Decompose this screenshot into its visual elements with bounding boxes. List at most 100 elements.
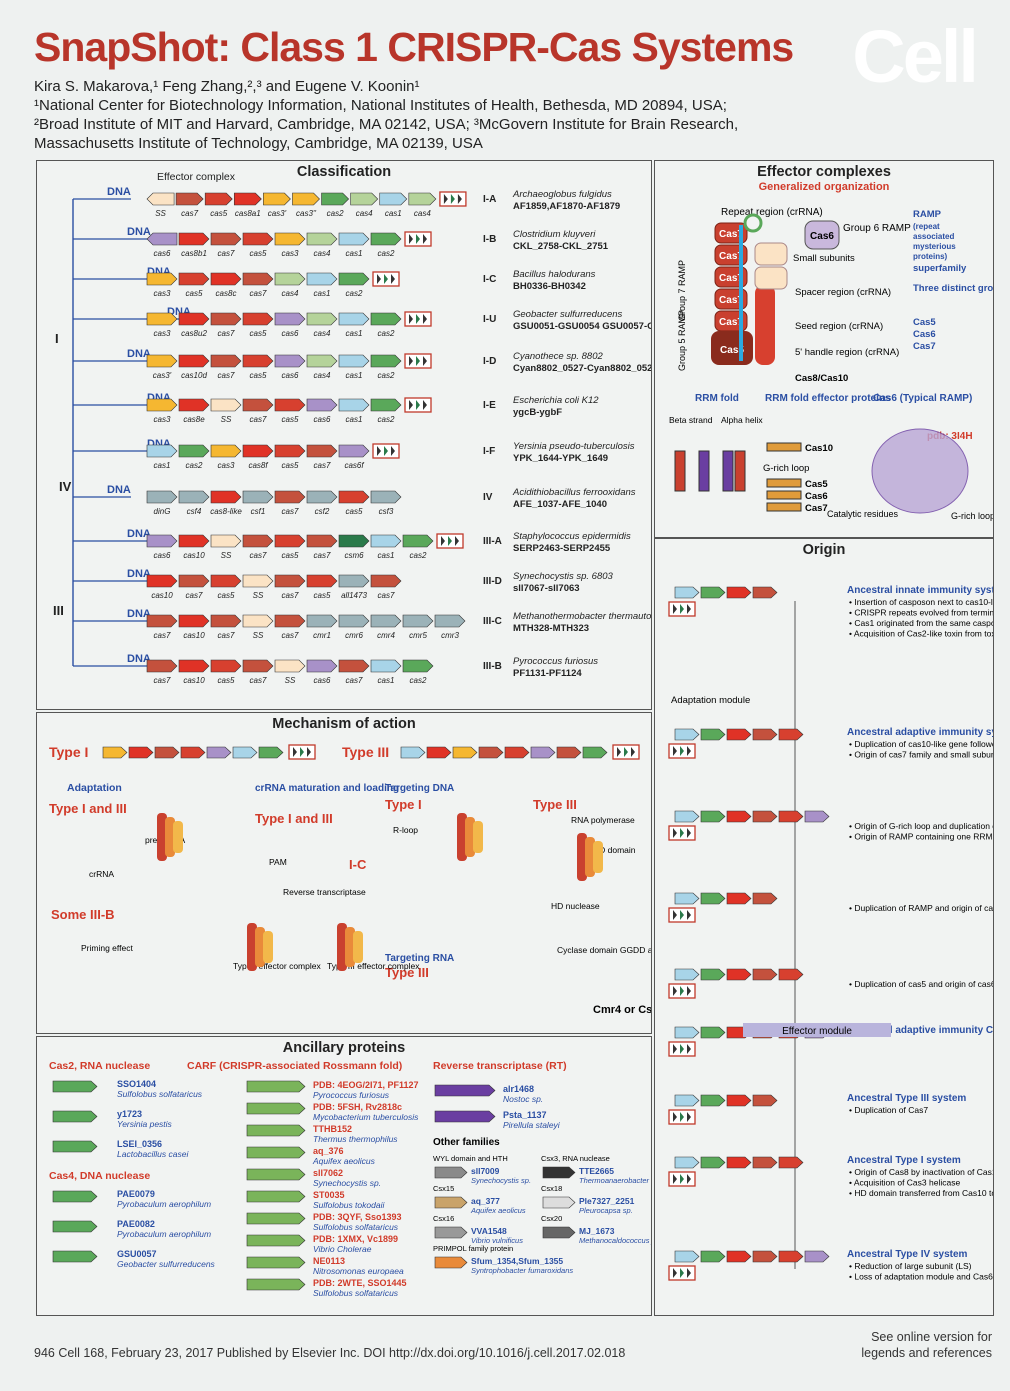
- gene-cas3: [146, 354, 178, 368]
- gene-cas7: [242, 659, 274, 673]
- origin-crispr-repeat: [673, 1112, 677, 1122]
- carf-pdb: ST0035: [313, 1190, 345, 1200]
- origin-gene: [674, 892, 700, 905]
- cas7-label: Cas7: [719, 229, 743, 240]
- gene-label: cas7: [282, 507, 299, 516]
- origin-panel: Origin Ancestral innate immunity system•…: [654, 538, 994, 1316]
- type1and3-b: Type I and III: [255, 811, 333, 826]
- gene-cas10: [178, 659, 210, 673]
- crispr-array-repeat: [450, 194, 455, 204]
- gene-label: cas4: [314, 371, 331, 380]
- locus-tag: Cyan8802_0527-Cyan8802_0520: [513, 363, 651, 374]
- gene-cas7: [146, 614, 178, 628]
- gene-cas3: [146, 398, 178, 412]
- gene-label: cas5: [282, 461, 299, 470]
- origin-crispr-repeat: [673, 604, 677, 614]
- origin-crispr-repeat: [680, 986, 684, 996]
- origin-gene: [778, 968, 804, 981]
- origin-step-title: Ancestral adaptive immunity Class 1 syst…: [847, 1025, 993, 1036]
- dna-label: DNA: [127, 568, 151, 580]
- gene-SS: [146, 192, 175, 206]
- origin-crispr-repeat: [687, 1268, 691, 1278]
- ancillary-organism: Sulfolobus solfataricus: [117, 1089, 203, 1099]
- origin-diagram: Ancestral innate immunity system• Insert…: [668, 585, 993, 1282]
- gene-label: csf3: [379, 507, 394, 516]
- gene-cas3: [146, 312, 178, 326]
- gene-dinG: [146, 490, 178, 504]
- gene-label: cas4: [356, 209, 373, 218]
- gene-label: cas2: [327, 209, 344, 218]
- gene-label: cas6f: [344, 461, 364, 470]
- gene-cas2: [402, 534, 434, 548]
- ancillary-title: Ancillary proteins: [282, 1040, 406, 1056]
- cas6-label: Cas6: [810, 231, 834, 242]
- gene-label: cas8f: [248, 461, 268, 470]
- gene-label: cas5: [282, 551, 299, 560]
- gene-label: cmr3: [441, 631, 459, 640]
- gene-label: cas3: [282, 249, 299, 258]
- other-id: aq_377: [471, 1196, 500, 1206]
- gene-label: cas10: [151, 591, 173, 600]
- gene-cas8a1: [233, 192, 262, 206]
- gene-label: cas5: [250, 371, 267, 380]
- dna-label: DNA: [127, 348, 151, 360]
- gene-label: cas7: [250, 676, 267, 685]
- gene-cas4: [274, 272, 306, 286]
- effector-complex-sketch: [173, 821, 183, 853]
- gene-label: cas7: [314, 551, 331, 560]
- effector-complex-sketch: [263, 931, 273, 963]
- gene-label: cas5: [186, 289, 203, 298]
- crispr-array-repeat: [443, 194, 448, 204]
- origin-step-bullet: • Duplication of cas10-like gene followe…: [849, 739, 993, 749]
- origin-crispr-repeat: [687, 604, 691, 614]
- ramp-desc: mysterious: [913, 242, 956, 251]
- mech-gene-cas5: [504, 746, 530, 759]
- locus-tag: AFE_1037-AFE_1040: [513, 499, 607, 510]
- gene-label: cas7: [154, 676, 171, 685]
- gene-label: cas7: [378, 591, 395, 600]
- gene-cas4: [306, 354, 338, 368]
- ancillary-gene: [52, 1110, 98, 1123]
- gene-label: cas4: [314, 329, 331, 338]
- mech-crispr-2-repeat: [624, 747, 628, 757]
- clade-label: III: [53, 603, 64, 618]
- ancillary-id: GSU0057: [117, 1249, 157, 1259]
- effector-complex-sketch: [353, 931, 363, 963]
- gene-cas8f: [242, 444, 274, 458]
- mech-gene-cas1: [232, 746, 258, 759]
- other-gene: [434, 1256, 468, 1269]
- locus-tag: MTH328-MTH323: [513, 623, 589, 634]
- crispr-array-repeat: [391, 446, 395, 456]
- dna-label: DNA: [107, 484, 131, 496]
- effector-complex-sketch: [337, 923, 347, 971]
- mechanism-label: HD nuclease: [551, 901, 600, 911]
- rrm-effector-bar: [766, 502, 802, 512]
- mechanism-label: Priming effect: [81, 943, 133, 953]
- crispr-array-repeat: [457, 194, 462, 204]
- mechanism-label: Cyclase domain GGDD active site: [557, 945, 651, 955]
- origin-step-bullet: • Duplication of cas5 and origin of cas6…: [849, 979, 993, 989]
- mech-crispr-1-repeat: [293, 747, 297, 757]
- ancillary-heading: Cas2, RNA nuclease: [49, 1060, 150, 1072]
- gene-cas8like: [210, 490, 242, 504]
- gene-label: cas5: [250, 329, 267, 338]
- origin-gene: [674, 810, 700, 823]
- gene-cmr5: [402, 614, 434, 628]
- gene-cas4: [350, 192, 379, 206]
- gene-label: SS: [253, 631, 264, 640]
- origin-gene: [752, 810, 778, 823]
- carf-pdb: PDB: 5FSH, Rv2818c: [313, 1102, 402, 1112]
- organism-name: Archaeoglobus fulgidus: [512, 189, 612, 200]
- gene-label: cas5: [210, 209, 227, 218]
- gene-csf1: [242, 490, 274, 504]
- locus-tag: sll7067-sll7063: [513, 583, 580, 594]
- ramp-superfamily: superfamily: [913, 263, 967, 274]
- gene-cas5: [242, 354, 274, 368]
- rrm-element: [722, 450, 734, 492]
- gene-label: cas5: [282, 415, 299, 424]
- effector-complex-sketch: [157, 813, 167, 861]
- dna-label: DNA: [127, 608, 151, 620]
- organism-name: Synechocystis sp. 6803: [513, 571, 614, 582]
- targeting-rna-label: Targeting RNA: [385, 953, 454, 964]
- other-gene: [542, 1166, 576, 1179]
